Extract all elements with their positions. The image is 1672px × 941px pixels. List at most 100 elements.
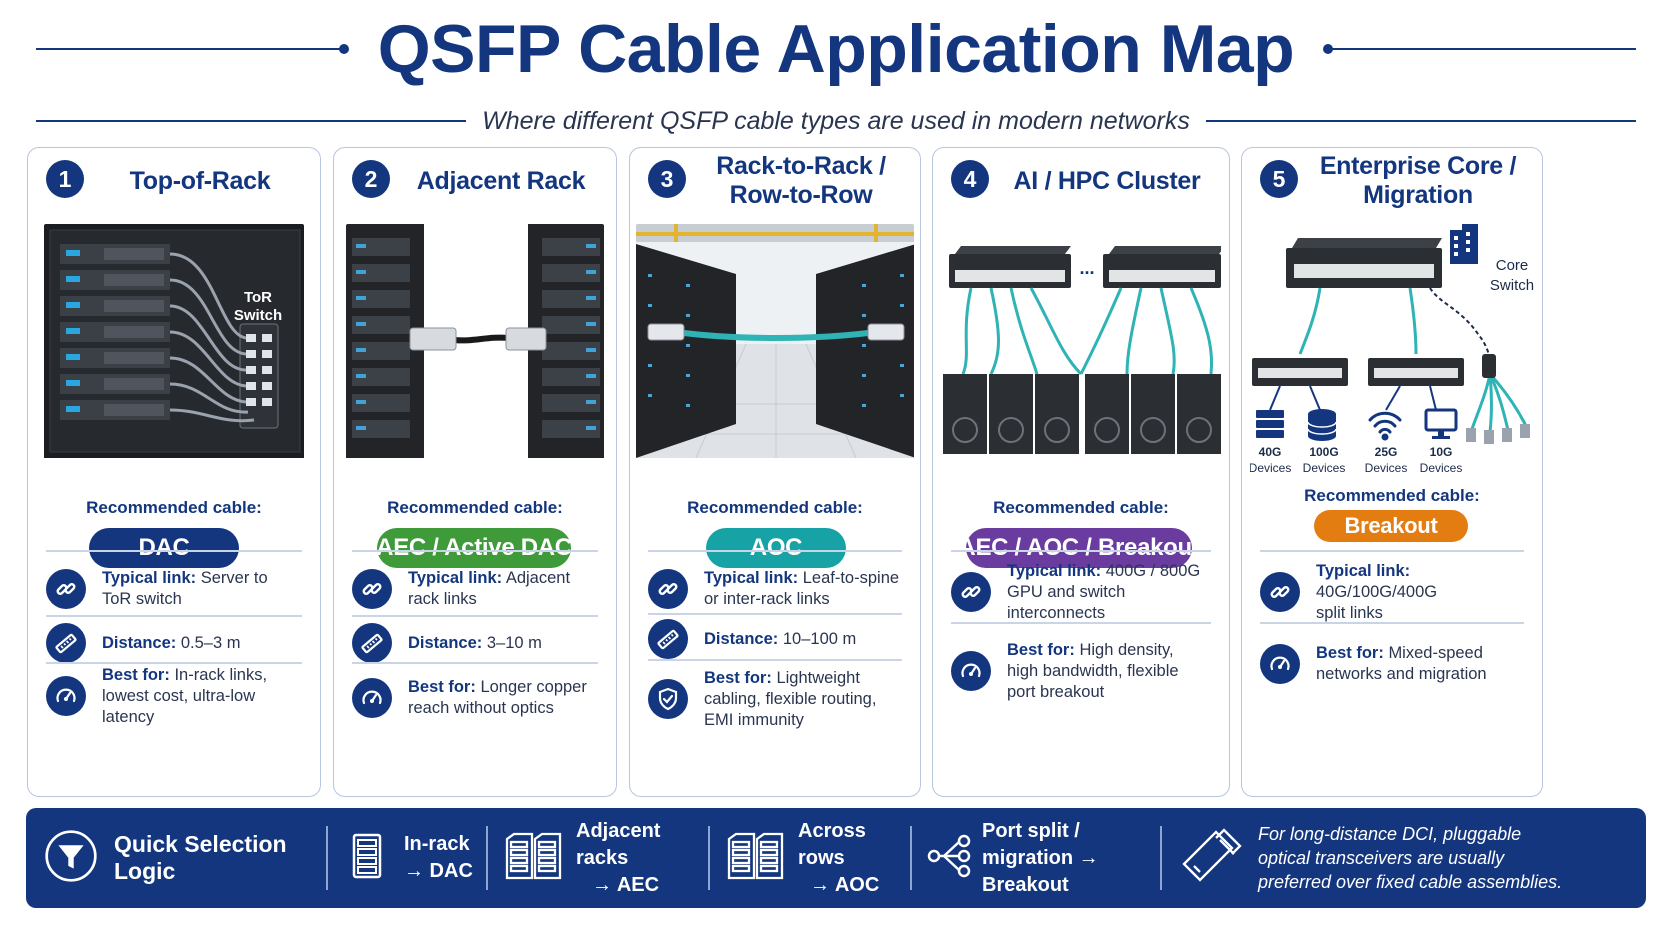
divider bbox=[352, 615, 598, 617]
device-label: Devices bbox=[1420, 461, 1463, 475]
wifi-icon bbox=[1368, 411, 1402, 441]
illustration-core-switch: Core Switch bbox=[1250, 224, 1534, 486]
ruler-icon bbox=[46, 623, 86, 663]
card-number: 3 bbox=[648, 160, 686, 198]
card-title: Adjacent Rack bbox=[416, 166, 586, 195]
link-icon bbox=[352, 569, 392, 609]
cable-badge-aec: AEC / Active DAC bbox=[376, 528, 572, 568]
core-label-2: Switch bbox=[1490, 277, 1534, 294]
device-label: Devices bbox=[1303, 461, 1346, 475]
gauge-icon bbox=[1260, 644, 1300, 684]
card-number: 4 bbox=[951, 160, 989, 198]
recommended-label: Recommended cable: bbox=[687, 498, 863, 517]
title-rule-left bbox=[36, 44, 349, 54]
tor-label-2: Switch bbox=[234, 307, 282, 324]
link-icon bbox=[951, 572, 991, 612]
card-title: Enterprise Core /Migration bbox=[1319, 152, 1517, 209]
recommended-label: Recommended cable: bbox=[387, 498, 563, 517]
card-number: 5 bbox=[1260, 160, 1298, 198]
divider bbox=[1260, 550, 1524, 552]
page-title: QSFP Cable Application Map bbox=[377, 11, 1295, 87]
device-label: Devices bbox=[1365, 461, 1408, 475]
rack-icon bbox=[352, 833, 382, 884]
subtitle-rule-left bbox=[36, 120, 467, 122]
detail-row-best-for: Best for: High density,high bandwidth, f… bbox=[951, 636, 1219, 706]
tor-label-1: ToR bbox=[244, 289, 272, 306]
divider bbox=[951, 622, 1211, 624]
recommended-label: Recommended cable: bbox=[86, 498, 262, 517]
divider bbox=[352, 662, 598, 664]
recommended-label: Recommended cable: bbox=[993, 498, 1169, 517]
gauge-icon bbox=[46, 676, 86, 716]
device-speed: 40G bbox=[1259, 445, 1282, 459]
card-title: Top-of-Rack bbox=[129, 166, 271, 195]
split-icon bbox=[926, 833, 972, 884]
gauge-icon bbox=[951, 651, 991, 691]
shield-icon bbox=[648, 679, 688, 719]
device-label: Devices bbox=[1250, 461, 1291, 475]
monitor-icon bbox=[1424, 408, 1458, 439]
detail-row-distance: Distance: 3–10 m bbox=[352, 620, 606, 666]
core-label-1: Core bbox=[1496, 257, 1529, 274]
card-number: 2 bbox=[352, 160, 390, 198]
filter-icon bbox=[44, 829, 98, 888]
illustration-datacenter-aisle bbox=[636, 224, 914, 474]
detail-row-distance: Distance: 0.5–3 m bbox=[46, 620, 310, 666]
device-speed: 100G bbox=[1309, 445, 1338, 459]
divider bbox=[708, 826, 710, 890]
illustration-adjacent-racks bbox=[346, 224, 604, 474]
divider bbox=[46, 662, 302, 664]
cable-badge-aec-aoc-breakout: AEC / AOC / Breakout bbox=[958, 528, 1200, 568]
subtitle-rule-right bbox=[1205, 120, 1636, 122]
storage-icon bbox=[1307, 409, 1337, 441]
card-title: Rack-to-Rack /Row-to-Row bbox=[716, 152, 886, 209]
quick-item-in-rack: In-rack→ DAC bbox=[352, 808, 482, 908]
divider bbox=[352, 550, 598, 552]
header: QSFP Cable Application Map Where differe… bbox=[0, 11, 1672, 135]
quick-item-adjacent-racks: Adjacent racks→ AEC bbox=[504, 808, 710, 908]
divider bbox=[648, 613, 902, 615]
ruler-icon bbox=[648, 619, 688, 659]
quick-item-across-rows: Across rows→ AOC bbox=[726, 808, 916, 908]
quick-selection-bar: Quick Selection Logic In-rack→ DAC Adjac… bbox=[26, 808, 1646, 908]
card-enterprise-core: 5 Enterprise Core /Migration Core Switch bbox=[1241, 147, 1543, 797]
card-adjacent-rack: 2 Adjacent Rack Recommended bbox=[333, 147, 617, 797]
gauge-icon bbox=[352, 678, 392, 718]
divider bbox=[648, 659, 902, 661]
card-title: AI / HPC Cluster bbox=[1013, 166, 1201, 195]
recommended-label: Recommended cable: bbox=[1304, 486, 1480, 505]
card-ai-hpc-cluster: 4 AI / HPC Cluster ... bbox=[932, 147, 1230, 797]
quick-item-port-split: Port split /migration → Breakout bbox=[926, 808, 1166, 908]
double-rack-icon bbox=[726, 831, 786, 886]
link-icon bbox=[46, 569, 86, 609]
divider bbox=[46, 615, 302, 617]
card-rack-to-rack: 3 Rack-to-Rack /Row-to-Row bbox=[629, 147, 921, 797]
cable-badge-aoc: AOC bbox=[706, 528, 846, 568]
quick-title-block: Quick Selection Logic bbox=[44, 808, 322, 908]
divider bbox=[910, 826, 912, 890]
transceiver-icon bbox=[1176, 826, 1246, 891]
card-number: 1 bbox=[46, 160, 84, 198]
cable-badge-dac: DAC bbox=[89, 528, 239, 568]
application-cards: 1 Top-of-Rack bbox=[27, 147, 1647, 797]
detail-row-best-for: Best for: In-rack links,lowest cost, ult… bbox=[46, 666, 310, 726]
illustration-gpu-cluster: ... bbox=[941, 224, 1221, 474]
divider bbox=[46, 550, 302, 552]
ruler-icon bbox=[352, 623, 392, 663]
page-subtitle: Where different QSFP cable types are use… bbox=[482, 106, 1190, 135]
divider bbox=[1260, 622, 1524, 624]
detail-row-distance: Distance: 10–100 m bbox=[648, 616, 910, 662]
divider bbox=[648, 550, 902, 552]
double-rack-icon bbox=[504, 831, 564, 886]
link-icon bbox=[1260, 572, 1300, 612]
card-top-of-rack: 1 Top-of-Rack bbox=[27, 147, 321, 797]
